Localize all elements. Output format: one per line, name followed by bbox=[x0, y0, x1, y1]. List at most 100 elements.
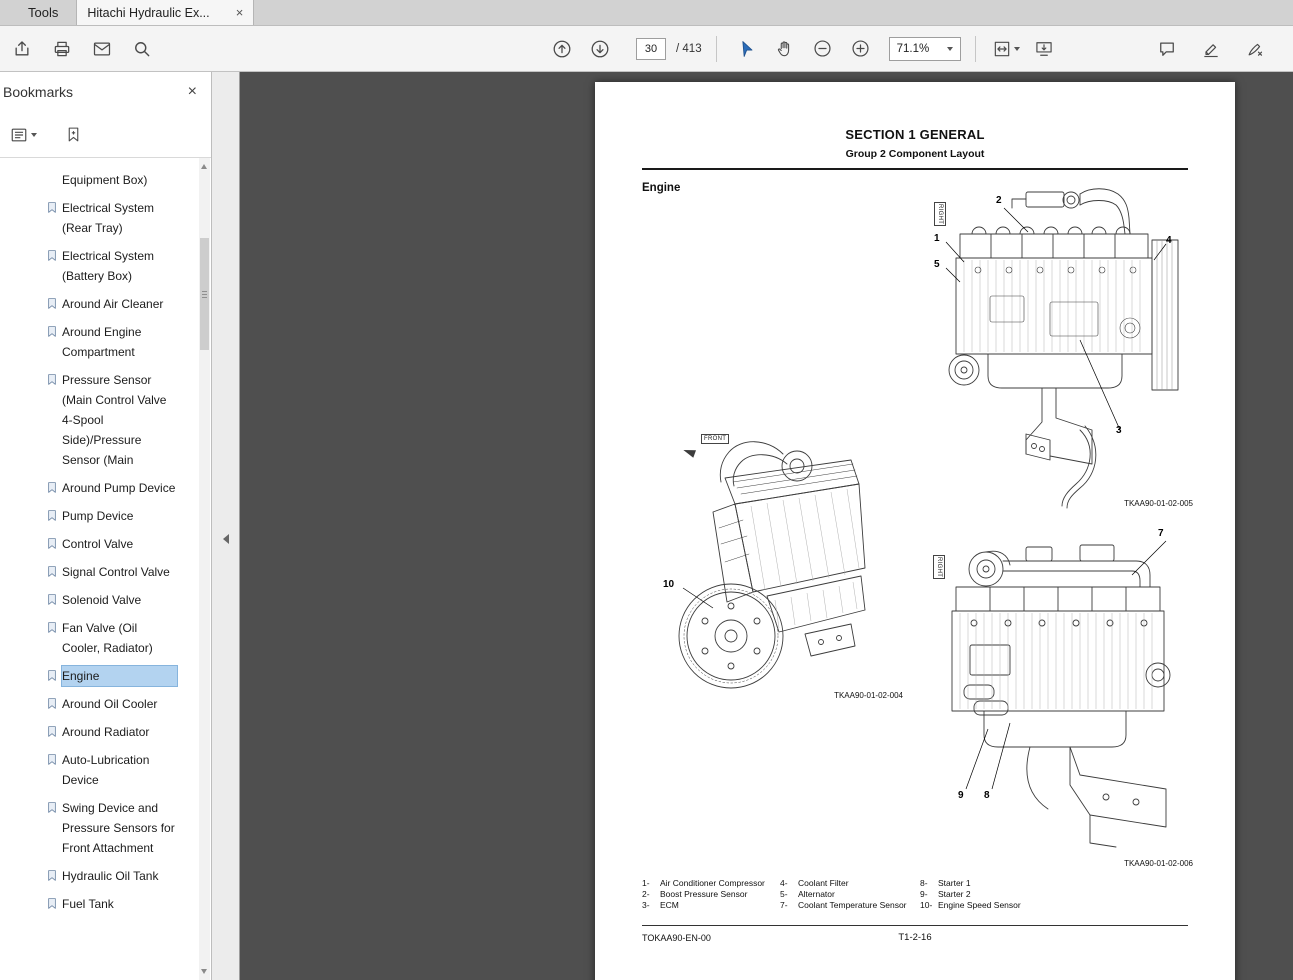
bookmark-item[interactable]: Around Pump Device bbox=[0, 478, 199, 498]
bookmark-item[interactable]: Pump Device bbox=[0, 506, 199, 526]
previous-page-button[interactable] bbox=[546, 33, 578, 65]
toolbar-divider bbox=[716, 36, 717, 62]
fill-sign-tool-button[interactable] bbox=[1239, 33, 1271, 65]
bookmark-item[interactable]: Control Valve bbox=[0, 534, 199, 554]
legend-row: 10-Engine Speed Sensor bbox=[920, 900, 1021, 911]
chevron-down-icon bbox=[31, 133, 37, 137]
bookmark-item[interactable]: Pressure Sensor (Main Control Valve 4-Sp… bbox=[0, 370, 199, 470]
figure-code: TKAA90-01-02-006 bbox=[1124, 859, 1193, 868]
legend-row: 9-Starter 2 bbox=[920, 889, 1021, 900]
fit-width-button[interactable] bbox=[990, 33, 1022, 65]
bookmark-item[interactable]: Signal Control Valve bbox=[0, 562, 199, 582]
legend-column: 4-Coolant Filter5-Alternator7-Coolant Te… bbox=[780, 878, 920, 911]
legend-number: 8- bbox=[920, 878, 938, 889]
legend-number: 4- bbox=[780, 878, 798, 889]
close-tab-icon[interactable]: × bbox=[236, 6, 244, 19]
legend-row: 7-Coolant Temperature Sensor bbox=[780, 900, 920, 911]
bookmark-label: Pressure Sensor (Main Control Valve 4-Sp… bbox=[62, 370, 177, 470]
highlight-tool-button[interactable] bbox=[1195, 33, 1227, 65]
search-button[interactable] bbox=[126, 33, 158, 65]
bookmark-label: Pump Device bbox=[62, 506, 177, 526]
bookmark-item[interactable]: Hydraulic Oil Tank bbox=[0, 866, 199, 886]
bookmark-item[interactable]: Equipment Box) bbox=[0, 170, 199, 190]
page-count-label: / 413 bbox=[676, 43, 702, 55]
page-total: 413 bbox=[682, 43, 701, 55]
bookmark-item[interactable]: Solenoid Valve bbox=[0, 590, 199, 610]
pen-x-icon bbox=[1245, 39, 1265, 59]
print-button[interactable] bbox=[46, 33, 78, 65]
bookmarks-panel: Bookmarks × Equipment Box)Electrical Sys… bbox=[0, 72, 212, 980]
page-number-input[interactable] bbox=[636, 38, 666, 60]
hand-tool-button[interactable] bbox=[769, 33, 801, 65]
footer-rule bbox=[642, 925, 1188, 926]
zoom-level-select[interactable]: 71.1% bbox=[889, 37, 961, 61]
collapse-panel-icon[interactable] bbox=[219, 522, 233, 556]
page-scroll-icon bbox=[1034, 39, 1054, 59]
tab-bar: Tools Hitachi Hydraulic Ex... × bbox=[0, 0, 1293, 26]
bookmarks-scrollbar[interactable] bbox=[199, 158, 210, 980]
bookmark-item[interactable]: Around Oil Cooler bbox=[0, 694, 199, 714]
tab-tools[interactable]: Tools bbox=[10, 0, 76, 25]
figure-callout: 2 bbox=[996, 196, 1002, 206]
comment-tool-button[interactable] bbox=[1151, 33, 1183, 65]
legend-row: 2-Boost Pressure Sensor bbox=[642, 889, 780, 900]
bookmark-icon bbox=[46, 593, 62, 609]
bookmark-icon bbox=[46, 537, 62, 553]
email-button[interactable] bbox=[86, 33, 118, 65]
bookmark-label: Fan Valve (Oil Cooler, Radiator) bbox=[62, 618, 177, 658]
figure-callout: 4 bbox=[1166, 236, 1172, 246]
engine-line-art bbox=[655, 420, 905, 702]
save-copy-button[interactable] bbox=[6, 33, 38, 65]
expand-current-bookmark-button[interactable] bbox=[65, 126, 82, 143]
tab-document[interactable]: Hitachi Hydraulic Ex... × bbox=[76, 0, 254, 25]
circle-arrow-down-icon bbox=[589, 38, 611, 60]
bookmark-item[interactable]: Engine bbox=[0, 666, 199, 686]
tab-document-label: Hitachi Hydraulic Ex... bbox=[87, 6, 209, 20]
bookmark-item[interactable]: Fan Valve (Oil Cooler, Radiator) bbox=[0, 618, 199, 658]
figure-callout: 5 bbox=[934, 260, 940, 270]
bookmark-icon bbox=[46, 897, 62, 913]
document-area[interactable]: SECTION 1 GENERAL Group 2 Component Layo… bbox=[240, 72, 1293, 980]
bookmark-item[interactable]: Fuel Tank bbox=[0, 894, 199, 914]
panel-splitter[interactable] bbox=[212, 72, 240, 980]
legend-row: 4-Coolant Filter bbox=[780, 878, 920, 889]
legend-number: 1- bbox=[642, 878, 660, 889]
close-panel-icon[interactable]: × bbox=[188, 83, 197, 101]
scrolling-mode-button[interactable] bbox=[1028, 33, 1060, 65]
bookmark-item[interactable]: Around Engine Compartment bbox=[0, 322, 199, 362]
bookmark-item[interactable]: Auto-Lubrication Device bbox=[0, 750, 199, 790]
bookmark-item[interactable]: Electrical System (Battery Box) bbox=[0, 246, 199, 286]
page-divider: / bbox=[676, 43, 679, 55]
bookmark-label: Signal Control Valve bbox=[62, 562, 177, 582]
scroll-up-icon[interactable] bbox=[201, 164, 207, 169]
scroll-down-icon[interactable] bbox=[201, 969, 207, 974]
legend-column: 1-Air Conditioner Compressor2-Boost Pres… bbox=[642, 878, 780, 911]
zoom-in-button[interactable] bbox=[845, 33, 877, 65]
bookmark-label: Control Valve bbox=[62, 534, 177, 554]
bookmark-label: Around Air Cleaner bbox=[62, 294, 177, 314]
topic-heading: Engine bbox=[642, 182, 680, 194]
legend-number: 9- bbox=[920, 889, 938, 900]
bookmarks-panel-toolbar bbox=[0, 112, 211, 158]
engine-figure-front-view: FRONT TKAA90-01-02-004 10 bbox=[655, 420, 905, 702]
next-page-button[interactable] bbox=[584, 33, 616, 65]
scrollbar-thumb[interactable] bbox=[200, 238, 209, 350]
bookmark-label: Swing Device and Pressure Sensors for Fr… bbox=[62, 798, 177, 858]
orientation-label: FRONT bbox=[701, 434, 729, 444]
toolbar-annotate-group bbox=[1151, 26, 1271, 71]
page-fit-icon bbox=[992, 39, 1012, 59]
footer-page-number: T1-2-16 bbox=[595, 932, 1235, 943]
bookmarks-options-button[interactable] bbox=[10, 126, 37, 144]
figure-callout: 1 bbox=[934, 234, 940, 244]
bookmark-item[interactable]: Swing Device and Pressure Sensors for Fr… bbox=[0, 798, 199, 858]
select-tool-button[interactable] bbox=[731, 33, 763, 65]
bookmark-label: Fuel Tank bbox=[62, 894, 177, 914]
bookmark-item[interactable]: Around Radiator bbox=[0, 722, 199, 742]
bookmark-item[interactable]: Electrical System (Rear Tray) bbox=[0, 198, 199, 238]
zoom-level-value: 71.1% bbox=[897, 43, 930, 55]
bookmark-item[interactable]: Around Air Cleaner bbox=[0, 294, 199, 314]
marker-pen-icon bbox=[1201, 39, 1221, 59]
pdf-page: SECTION 1 GENERAL Group 2 Component Layo… bbox=[595, 82, 1235, 980]
zoom-out-button[interactable] bbox=[807, 33, 839, 65]
figure-callout: 3 bbox=[1116, 426, 1122, 436]
